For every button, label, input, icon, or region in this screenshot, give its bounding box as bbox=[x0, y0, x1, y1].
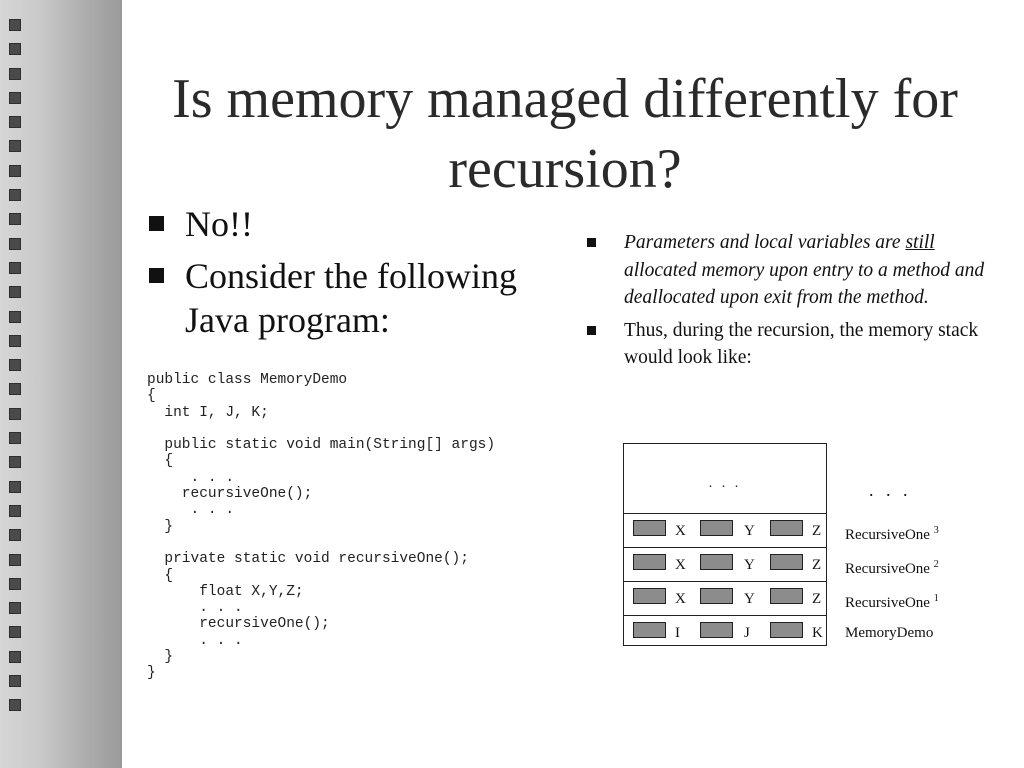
stack-frame: X Y Z bbox=[624, 514, 826, 548]
decorative-square bbox=[9, 286, 21, 299]
variable-name: Z bbox=[812, 523, 822, 539]
left-bullet-text: Consider the following Java program: bbox=[185, 256, 517, 340]
stack-continuation-ellipsis: . . . bbox=[869, 480, 912, 500]
decorative-square bbox=[9, 577, 21, 590]
variable-name: X bbox=[675, 591, 686, 607]
variable-name: Y bbox=[744, 591, 755, 607]
decorative-square bbox=[9, 456, 21, 469]
decorative-square bbox=[9, 116, 21, 129]
decorative-square bbox=[9, 626, 21, 639]
variable-name: X bbox=[675, 557, 686, 573]
variable-slot bbox=[633, 554, 666, 570]
bullet-text-part: allocated memory upon entry to a method … bbox=[624, 259, 985, 309]
decorative-square bbox=[9, 261, 21, 274]
frame-label-name: RecursiveOne bbox=[845, 595, 930, 611]
variable-slot bbox=[633, 622, 666, 638]
variable-slot bbox=[700, 554, 733, 570]
frame-label: RecursiveOne 2 bbox=[845, 556, 939, 578]
right-bullet-item: Thus, during the recursion, the memory s… bbox=[586, 317, 1006, 372]
variable-name: Z bbox=[812, 591, 822, 607]
decorative-square bbox=[9, 140, 21, 153]
decorative-square bbox=[9, 650, 21, 663]
decorative-square bbox=[9, 213, 21, 226]
variable-slot bbox=[700, 588, 733, 604]
java-code-block: public class MemoryDemo { int I, J, K; p… bbox=[147, 372, 496, 682]
decorative-square bbox=[9, 19, 21, 31]
right-bullet-text: Thus, during the recursion, the memory s… bbox=[624, 319, 979, 369]
decorative-square bbox=[9, 602, 21, 615]
variable-slot bbox=[770, 554, 803, 570]
variable-slot bbox=[633, 588, 666, 604]
decorative-square bbox=[9, 407, 21, 420]
decorative-square bbox=[9, 164, 21, 177]
frame-label-name: RecursiveOne bbox=[845, 561, 930, 577]
decorative-square bbox=[9, 189, 21, 202]
bullet-text-part: Parameters and local variables are bbox=[624, 232, 906, 253]
variable-name: I bbox=[675, 625, 680, 641]
left-bullet-list: No!! Consider the following Java program… bbox=[147, 202, 567, 350]
decorative-square bbox=[9, 432, 21, 445]
decorative-square bbox=[9, 43, 21, 56]
left-bullet-text: No!! bbox=[185, 204, 253, 244]
bullet-underlined-word: still bbox=[905, 232, 935, 253]
decorative-square bbox=[9, 480, 21, 493]
variable-slot bbox=[770, 622, 803, 638]
frame-label-name: MemoryDemo bbox=[845, 625, 934, 641]
square-bullet-icon bbox=[149, 216, 164, 231]
variable-name: Y bbox=[744, 557, 755, 573]
frame-label-superscript: 2 bbox=[933, 559, 939, 570]
frame-label: MemoryDemo bbox=[845, 624, 933, 642]
decorative-square bbox=[9, 529, 21, 542]
right-bullet-text: Parameters and local variables are still… bbox=[624, 232, 984, 308]
stack-frame: I J K bbox=[624, 616, 826, 650]
variable-slot bbox=[700, 520, 733, 536]
variable-slot bbox=[700, 622, 733, 638]
slide-title: Is memory managed differently for recurs… bbox=[172, 68, 958, 200]
frame-label-superscript: 3 bbox=[933, 525, 939, 536]
stack-frame: X Y Z bbox=[624, 582, 826, 616]
square-bullet-icon bbox=[149, 268, 164, 283]
variable-name: X bbox=[675, 523, 686, 539]
memory-stack-diagram: . . . X Y Z X Y Z X Y Z I J K bbox=[623, 443, 827, 646]
frame-label: RecursiveOne 1 bbox=[845, 590, 939, 612]
variable-name: K bbox=[812, 625, 823, 641]
variable-slot bbox=[633, 520, 666, 536]
decorative-square bbox=[9, 675, 21, 688]
square-bullet-icon bbox=[587, 325, 596, 335]
variable-slot bbox=[770, 588, 803, 604]
decorative-square bbox=[9, 504, 21, 517]
stack-top-ellipsis: . . . bbox=[624, 444, 826, 514]
frame-label: RecursiveOne 3 bbox=[845, 522, 939, 544]
square-bullet-icon bbox=[587, 238, 596, 247]
decorative-square bbox=[9, 237, 21, 250]
decorative-square bbox=[9, 383, 21, 396]
decorative-sidebar bbox=[0, 0, 122, 768]
decorative-square bbox=[9, 67, 21, 80]
decorative-square bbox=[9, 553, 21, 566]
frame-label-name: RecursiveOne bbox=[845, 527, 930, 543]
stack-frame: X Y Z bbox=[624, 548, 826, 582]
variable-name: J bbox=[744, 625, 750, 641]
decorative-square bbox=[9, 310, 21, 323]
decorative-square bbox=[9, 91, 21, 104]
right-bullet-list: Parameters and local variables are still… bbox=[586, 229, 1006, 377]
decorative-square bbox=[9, 334, 21, 347]
left-bullet-item: Consider the following Java program: bbox=[147, 254, 567, 342]
decorative-square bbox=[9, 699, 21, 712]
square-bullet-column bbox=[9, 19, 25, 724]
decorative-square bbox=[9, 359, 21, 372]
variable-name: Y bbox=[744, 523, 755, 539]
right-bullet-item: Parameters and local variables are still… bbox=[586, 229, 1006, 312]
left-bullet-item: No!! bbox=[147, 202, 567, 246]
variable-slot bbox=[770, 520, 803, 536]
variable-name: Z bbox=[812, 557, 822, 573]
frame-label-superscript: 1 bbox=[933, 593, 939, 604]
